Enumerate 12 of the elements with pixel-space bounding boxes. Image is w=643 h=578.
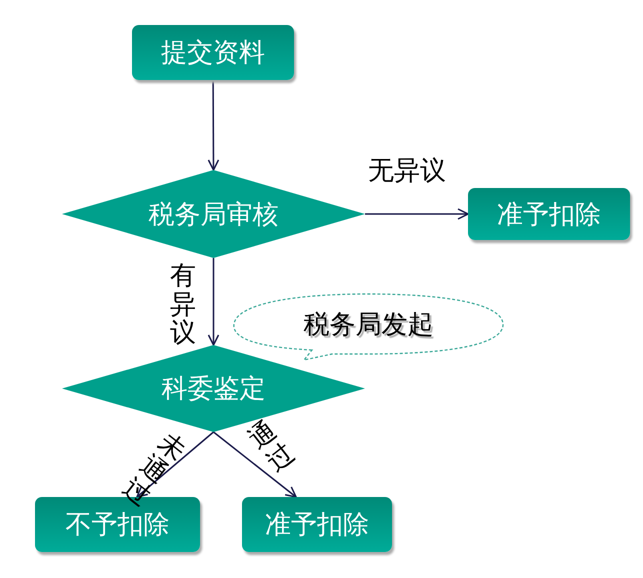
process-box: 准予扣除 [242, 497, 392, 552]
edge-label: 无异议 [368, 158, 446, 184]
process-box: 准予扣除 [468, 188, 630, 240]
arrow [213, 431, 297, 498]
arrow [365, 208, 469, 220]
edge-label: 有异议 [170, 262, 196, 348]
callout-bubble: 税务局发起 [232, 292, 505, 362]
process-box: 提交资料 [132, 25, 294, 80]
decision-diamond: 税务局审核 [62, 170, 365, 258]
arrow [208, 80, 220, 171]
arrow [136, 431, 214, 498]
arrow [208, 258, 220, 346]
